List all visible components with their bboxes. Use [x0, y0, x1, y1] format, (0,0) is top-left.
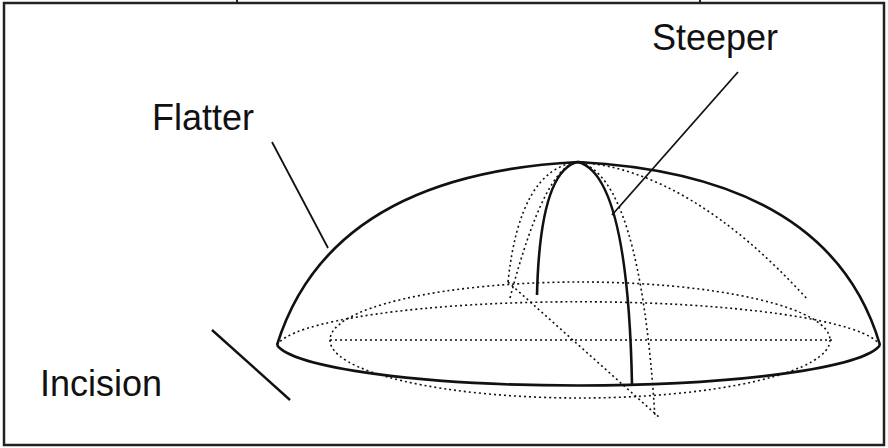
base-front-arc: [277, 345, 880, 386]
steep-meridian-dotted: [510, 162, 655, 418]
part-label: Steeper: [652, 20, 778, 56]
horizontal-axis: [330, 339, 832, 341]
part-label: Incision: [40, 366, 162, 402]
frame-tick: [699, 0, 701, 4]
leader-line: [612, 72, 738, 215]
flatter-profile: [277, 162, 880, 345]
frame-tick: [236, 0, 238, 4]
part-label: Flatter: [152, 100, 254, 136]
diagonal-axis: [508, 282, 660, 418]
base-back-arc: [277, 302, 880, 345]
leader-line: [272, 142, 328, 248]
back-meridian: [508, 162, 808, 300]
frame-border: [4, 3, 884, 445]
steeper-meridian: [537, 162, 632, 385]
incision-mark: [212, 330, 290, 400]
